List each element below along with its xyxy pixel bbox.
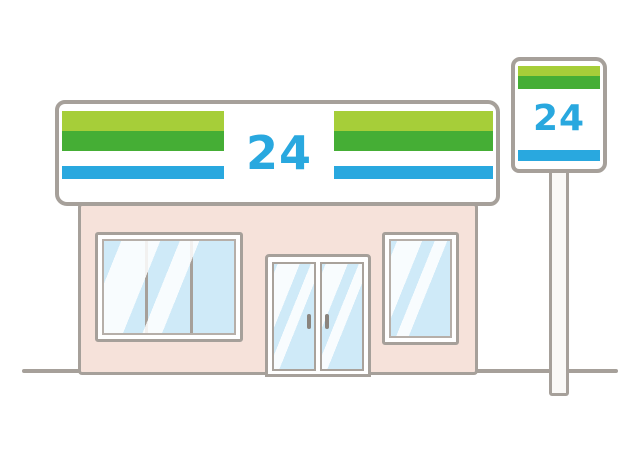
- pole-sign-stripe-blue: [518, 150, 600, 161]
- pole-sign: 24: [511, 57, 607, 173]
- sign-pole: [549, 168, 569, 396]
- entrance-door: [265, 254, 371, 377]
- storefront-number-panel: 24: [224, 104, 334, 202]
- window-left-glass: [102, 239, 236, 335]
- glass-shine-highlight: [104, 241, 234, 333]
- window-pane-divider: [145, 241, 149, 333]
- door-right-handle: [325, 314, 329, 330]
- door-right-panel: [320, 262, 364, 371]
- glass-shine-highlight: [391, 241, 450, 336]
- pole-sign-stripe-light-green: [518, 66, 600, 76]
- pole-sign-number: 24: [532, 97, 586, 139]
- window-right-glass: [389, 239, 452, 338]
- door-left-panel: [272, 262, 316, 371]
- window-pane-divider: [189, 241, 193, 333]
- storefront-sign: 24: [55, 100, 500, 206]
- door-left-handle: [307, 314, 311, 330]
- storefront-sign-number: 24: [245, 126, 312, 180]
- pole-sign-stripe-green: [518, 76, 600, 89]
- window-right: [382, 232, 459, 345]
- window-left: [95, 232, 243, 342]
